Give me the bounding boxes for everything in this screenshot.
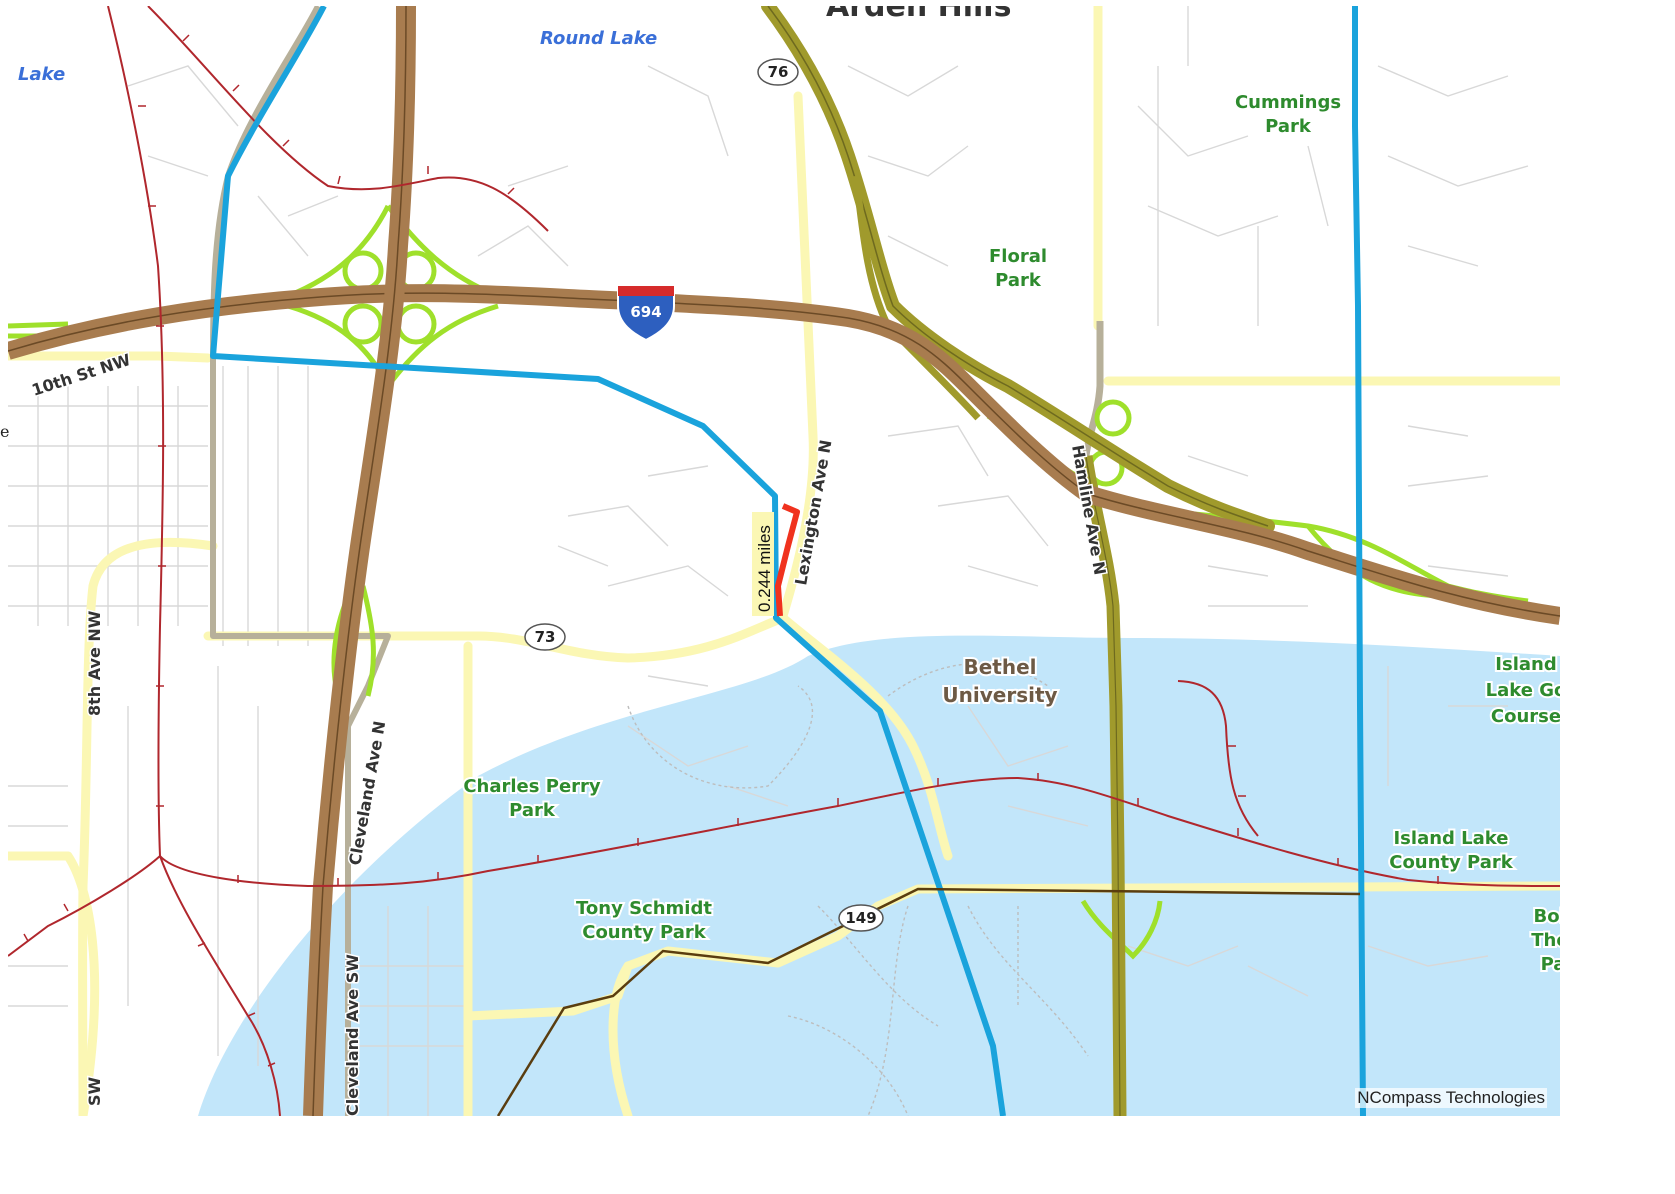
svg-text:County Park: County Park	[582, 922, 707, 943]
svg-text:Bob: Bob	[1534, 906, 1560, 927]
interstate-694-shield-icon: 694	[617, 285, 675, 342]
dotted-trails	[627, 662, 1089, 1116]
park-tony-schmidt: Tony Schmidt County Park	[574, 896, 714, 945]
left-edge-char: e	[0, 422, 10, 441]
county-149-shield-icon: 149	[838, 904, 884, 932]
lake-label-partial: Lake	[18, 64, 65, 85]
park-island-lake-county: Island Lake County Park	[1387, 826, 1516, 875]
map-attribution: NCompass Technologies	[1355, 1088, 1547, 1108]
brown-route	[496, 887, 1361, 1116]
svg-text:Bethel: Bethel	[963, 655, 1036, 679]
svg-text:Course: Course	[1491, 706, 1560, 727]
county-76-number: 76	[768, 63, 789, 81]
county-76-shield-icon: 76	[757, 58, 799, 86]
blue-routes	[210, 6, 1366, 1116]
street-8th-ave-nw: 8th Ave NW	[85, 610, 104, 716]
map-canvas[interactable]: 694 76 73 149 Arden Hills Round Lake Lak…	[8, 6, 1560, 1116]
svg-text:Island: Island	[1495, 654, 1556, 675]
park-partial-right: Bob Thei Pa	[1529, 904, 1560, 977]
svg-text:Park: Park	[995, 270, 1042, 291]
county-149-number: 149	[845, 909, 876, 927]
svg-text:Lake Go: Lake Go	[1486, 680, 1560, 701]
county-73-number: 73	[535, 628, 556, 646]
town-label: Arden Hills	[826, 6, 1011, 24]
svg-text:Charles Perry: Charles Perry	[463, 776, 601, 797]
interstate-694-number: 694	[630, 303, 661, 321]
street-cleveland-ave-sw: Cleveland Ave SW	[343, 954, 362, 1116]
lake-water	[198, 635, 1560, 1116]
street-cleveland-ave-n: Cleveland Ave N	[345, 720, 389, 867]
park-charles-perry: Charles Perry Park	[461, 774, 603, 823]
bethel-university-label: Bethel University	[940, 653, 1059, 709]
county-73-shield-icon: 73	[524, 623, 566, 651]
round-lake-label: Round Lake	[540, 28, 657, 49]
svg-text:University: University	[942, 683, 1057, 707]
selected-segment[interactable]	[775, 503, 800, 617]
segment-length-text: 0.244 miles	[755, 525, 774, 612]
svg-text:Island Lake: Island Lake	[1393, 828, 1508, 849]
svg-text:Thei: Thei	[1531, 930, 1560, 951]
svg-text:Floral: Floral	[989, 246, 1047, 267]
street-sw-partial: SW	[85, 1076, 104, 1106]
svg-text:Pa: Pa	[1541, 954, 1560, 975]
park-floral: Floral Park	[987, 244, 1049, 293]
grey-road-hamline	[1082, 321, 1104, 457]
svg-text:Cummings: Cummings	[1235, 92, 1341, 113]
park-island-lake-golf: Island Lake Go Course	[1484, 652, 1560, 729]
park-cummings: Cummings Park	[1233, 90, 1343, 139]
railroad-ties	[23, 34, 1439, 1067]
major-roads	[8, 6, 1560, 1116]
svg-text:Tony Schmidt: Tony Schmidt	[576, 898, 712, 919]
svg-text:County Park: County Park	[1389, 852, 1514, 873]
segment-length-label[interactable]: 0.244 miles	[752, 512, 774, 616]
street-hamline-ave-n: Hamline Ave N	[1068, 443, 1110, 576]
svg-text:Park: Park	[509, 800, 556, 821]
svg-text:Park: Park	[1265, 116, 1312, 137]
